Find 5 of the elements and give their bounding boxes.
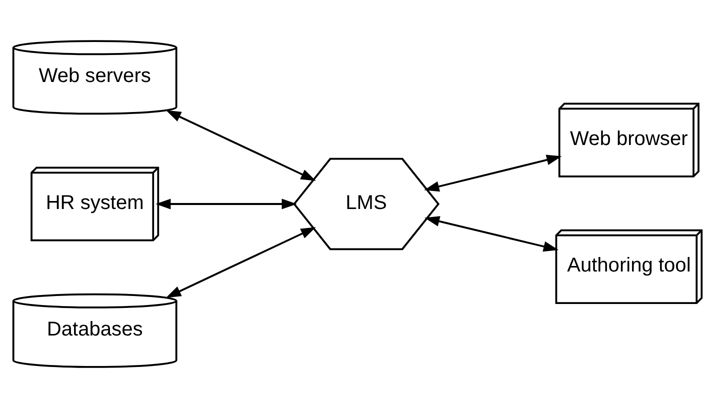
arrow — [166, 110, 316, 180]
arrow — [424, 216, 559, 252]
arrow — [166, 226, 316, 298]
arrow — [156, 198, 297, 209]
arrow — [424, 154, 562, 192]
